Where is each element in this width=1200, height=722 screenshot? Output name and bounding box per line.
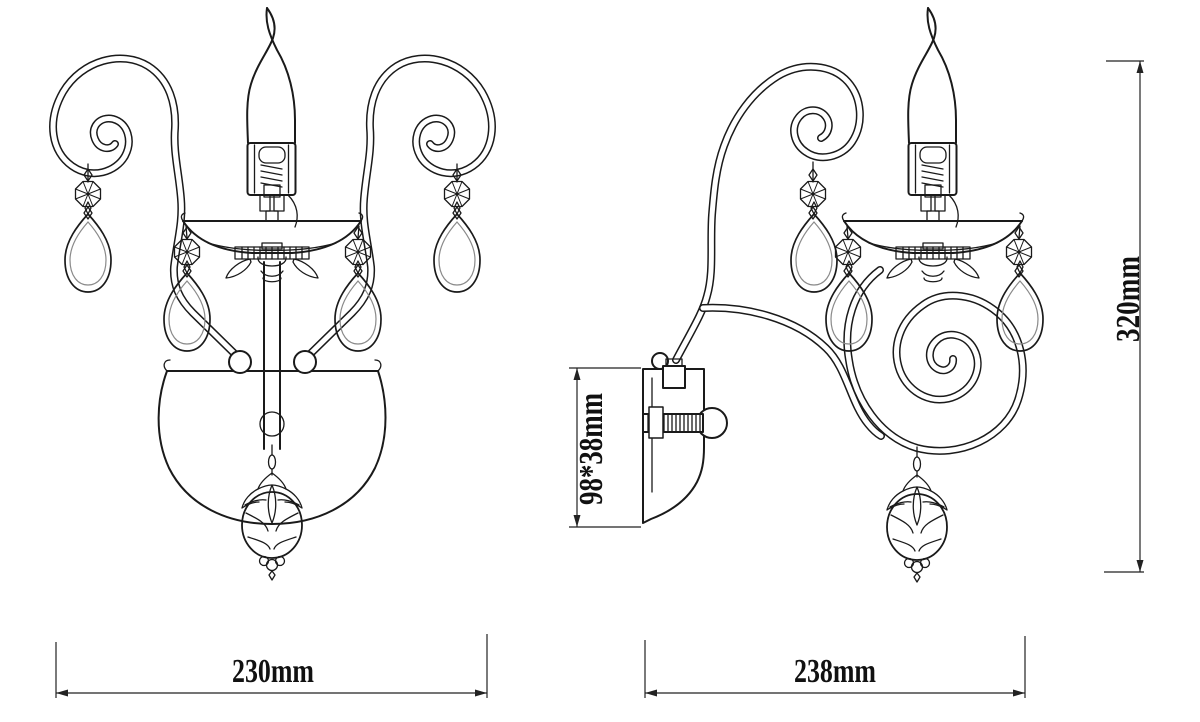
dimension-backplate: 98*38mm bbox=[569, 367, 641, 528]
lower-spiral-scroll bbox=[847, 270, 1022, 451]
arm-joint-ball-right bbox=[293, 350, 317, 374]
crystal-drop-right-curl bbox=[433, 163, 481, 293]
pendant-finial-side bbox=[886, 446, 948, 583]
candle-and-bobeche-side bbox=[841, 7, 1025, 283]
front-view-drawing bbox=[53, 7, 492, 581]
dimension-overall-height: 320mm bbox=[1104, 60, 1147, 573]
side-width-label: 238mm bbox=[794, 653, 876, 690]
crystal-drop-bobeche-right bbox=[334, 225, 382, 352]
dimension-side-width: 238mm bbox=[644, 636, 1026, 698]
crystal-drop-bobeche-left bbox=[163, 225, 211, 352]
backplate-size-label: 98*38mm bbox=[573, 393, 610, 505]
dimension-front-width: 230mm bbox=[55, 634, 488, 698]
mount-block bbox=[662, 365, 686, 389]
front-width-label: 230mm bbox=[232, 653, 314, 690]
crystal-drop-left-curl bbox=[64, 163, 112, 293]
crystal-drop-bobeche-left-side bbox=[825, 225, 873, 352]
scroll-arm-left bbox=[53, 58, 240, 359]
scroll-arm-right bbox=[305, 58, 492, 359]
overall-height-label: 320mm bbox=[1110, 256, 1147, 342]
arm-joint-ball-left bbox=[228, 350, 252, 374]
center-column bbox=[259, 261, 285, 450]
glass-bowl-shade bbox=[157, 359, 387, 525]
mounting-screw bbox=[642, 406, 728, 439]
crystal-drop-scroll-curl bbox=[790, 161, 838, 293]
candle-and-bobeche bbox=[180, 7, 364, 283]
pendant-finial bbox=[241, 444, 303, 581]
side-view-drawing bbox=[642, 7, 1044, 583]
crystal-drop-bobeche-right-side bbox=[996, 225, 1044, 352]
screw-nut bbox=[648, 406, 664, 439]
